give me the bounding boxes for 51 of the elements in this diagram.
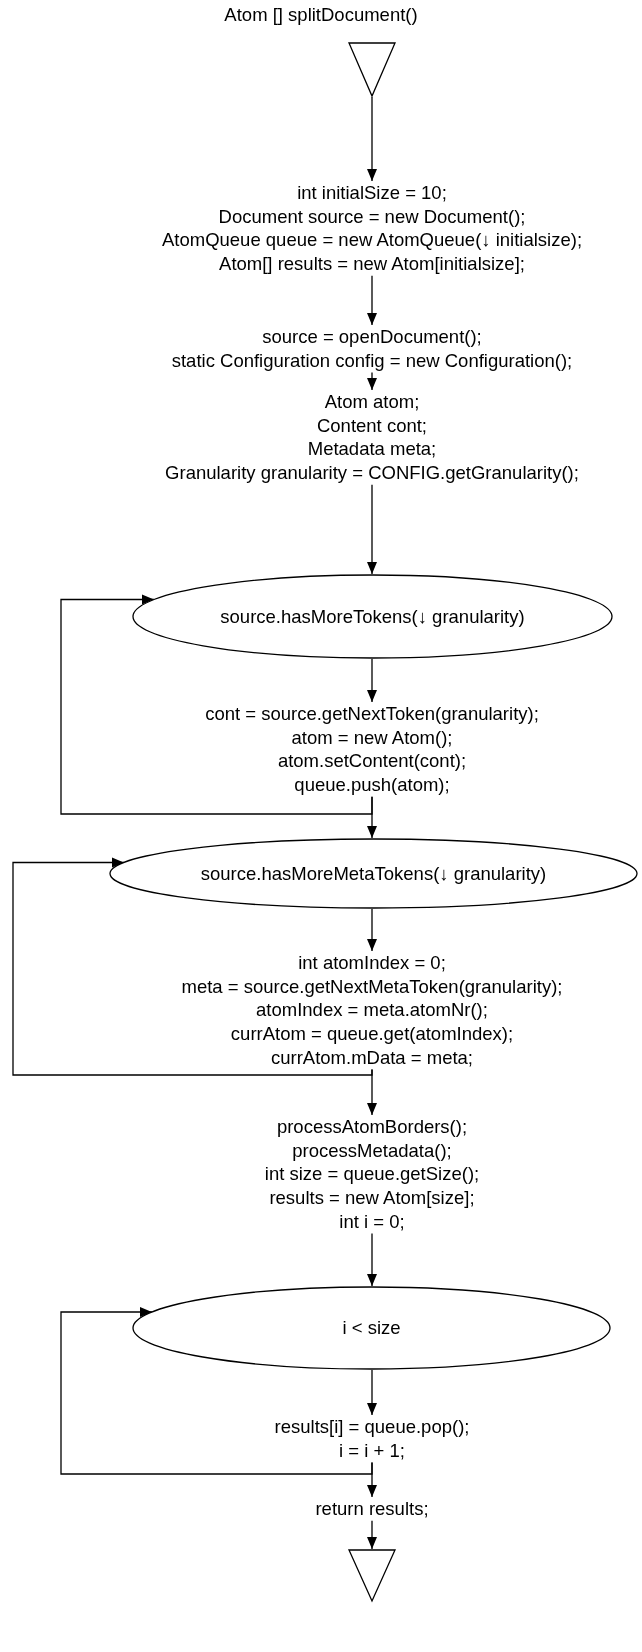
condition-ellipse — [132, 574, 613, 659]
arrow — [367, 1461, 377, 1498]
arrow — [60, 594, 373, 815]
code-line: int size = queue.getSize(); — [264, 1162, 480, 1187]
arrow — [367, 371, 377, 391]
code-line: meta = source.getNextMetaToken(granularity); — [181, 974, 563, 999]
code-line: currAtom.mData = meta; — [271, 1045, 473, 1070]
code-line: source = openDocument(); — [262, 325, 482, 349]
arrow — [367, 796, 377, 839]
code-line: cont = source.getNextToken(granularity); — [205, 702, 539, 726]
code-line: Atom[] results = new Atom[initialsize]; — [219, 252, 525, 276]
arrow — [367, 1520, 377, 1550]
code-line: atom.setContent(cont); — [277, 749, 467, 774]
arrow — [367, 1068, 377, 1116]
code-line: i = i + 1; — [339, 1438, 405, 1463]
code-line: int atomIndex = 0; — [298, 951, 446, 975]
arrow — [367, 484, 377, 575]
code-line: Atom atom; — [324, 390, 420, 414]
arrow — [367, 1232, 377, 1287]
arrow — [367, 908, 377, 952]
arrow — [367, 96, 377, 182]
condition-ellipse — [132, 1286, 611, 1370]
code-line: Metadata meta; — [307, 437, 437, 462]
arrow — [12, 857, 373, 1076]
function-signature: Atom [] splitDocument() — [224, 4, 418, 25]
code-line: processMetadata(); — [292, 1138, 452, 1163]
condition-text: source.hasMoreMetaTokens(↓ granularity) — [200, 862, 547, 885]
condition-text: i < size — [342, 1317, 401, 1339]
terminal-triangle — [348, 1549, 396, 1602]
arrow — [367, 275, 377, 326]
code-line: AtomQueue queue = new AtomQueue(↓ initialsize); — [161, 228, 583, 253]
code-line: results = new Atom[size]; — [269, 1186, 475, 1210]
code-line: static Configuration config = new Configuration(); — [171, 348, 573, 373]
condition-text: source.hasMoreTokens(↓ granularity) — [220, 605, 525, 628]
code-line: Content cont; — [316, 413, 427, 438]
code-line: queue.push(atom); — [294, 773, 450, 797]
arrow — [367, 1369, 377, 1416]
code-line: atomIndex = meta.atomNr(); — [256, 998, 488, 1023]
condition-ellipse — [109, 838, 638, 909]
terminal-triangle — [348, 42, 396, 97]
code-line: processAtomBorders(); — [276, 1115, 468, 1139]
code-line: return results; — [315, 1497, 429, 1521]
code-line: currAtom = queue.get(atomIndex); — [230, 1022, 514, 1046]
arrow — [60, 1307, 373, 1475]
arrow — [367, 658, 377, 703]
code-line: int i = 0; — [339, 1209, 405, 1234]
code-line: Document source = new Document(); — [218, 204, 526, 229]
code-line: int initialSize = 10; — [297, 181, 447, 205]
code-line: Granularity granularity = CONFIG.getGranularity(); — [165, 461, 579, 485]
code-line: atom = new Atom(); — [291, 725, 453, 750]
code-line: results[i] = queue.pop(); — [274, 1415, 470, 1439]
